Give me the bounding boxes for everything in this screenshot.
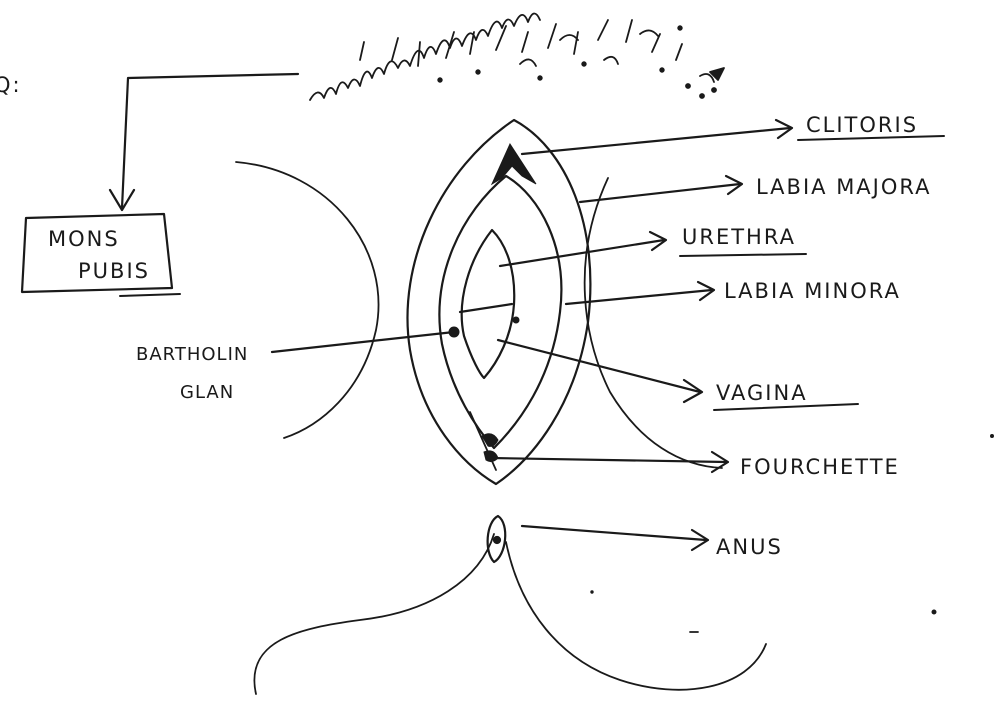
- urethra-underline: [680, 254, 806, 256]
- labia-minora-label: LABIA MINORA: [724, 279, 901, 303]
- vagina-label: VAGINA: [716, 381, 808, 405]
- labia-minora-outline: [439, 176, 561, 448]
- ink-speck: [591, 591, 593, 593]
- fourchette-mark: [470, 412, 498, 470]
- labia-majora-label: LABIA MAJORA: [756, 175, 932, 199]
- bartholin-gland-dot-right: [513, 317, 519, 323]
- mons-pubis-label-line2: PUBIS: [78, 259, 150, 283]
- ink-speck: [932, 610, 936, 614]
- anus-label: ANUS: [716, 535, 783, 559]
- clitoris-mark: [492, 144, 536, 184]
- question-prefix: Q:: [0, 73, 22, 97]
- mons-pubis-label-box: MONS PUBIS: [22, 214, 180, 296]
- mons-pubis-pointer: [110, 74, 298, 210]
- urethra-label: URETHRA: [682, 225, 796, 249]
- label-pointers: [272, 120, 792, 550]
- fourchette-label: FOURCHETTE: [740, 455, 900, 479]
- mons-pubis-label-line1: MONS: [48, 227, 120, 251]
- anus-mark: [488, 516, 506, 562]
- clitoris-label: CLITORIS: [806, 113, 918, 137]
- bartholin-label-line2: GLAN: [180, 382, 234, 403]
- pubic-hair-scribbles: [310, 13, 724, 100]
- ink-speck: [991, 435, 994, 438]
- bartholin-label-line1: BARTHOLIN: [136, 344, 248, 365]
